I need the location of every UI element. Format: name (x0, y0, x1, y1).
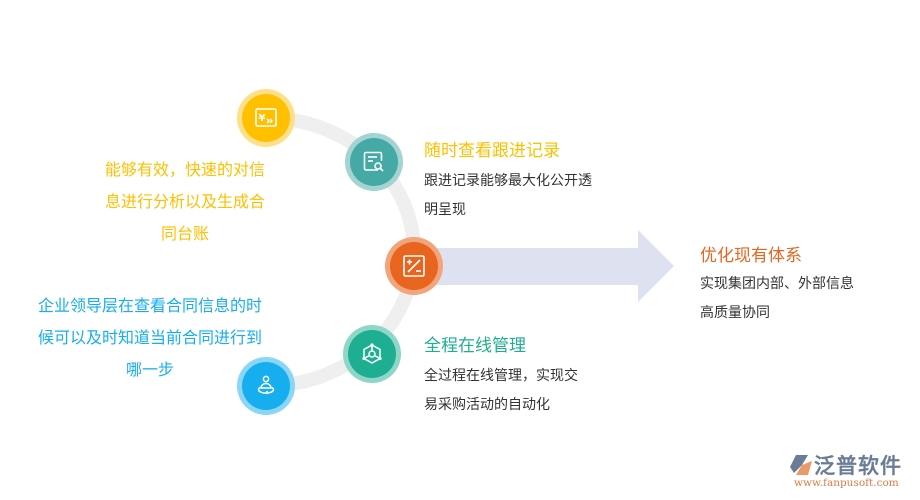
yellow-line-3: 同台账 (160, 224, 209, 243)
green-node (343, 325, 401, 383)
teal-node (345, 133, 403, 191)
blue-node (237, 357, 295, 415)
blue-line-3: 哪一步 (125, 360, 174, 379)
online-management-block: 全程在线管理 全过程在线管理，实现交 易采购活动的自动化 (424, 334, 578, 420)
yellow-line-2: 息进行分析以及生成合 (104, 192, 265, 211)
follow-up-desc-1: 跟进记录能够最大化公开透 (424, 173, 592, 189)
result-desc-2: 高质量协同 (700, 305, 770, 321)
network-cube-icon (362, 343, 382, 364)
yen-transfer-icon: ¥ (255, 108, 277, 127)
plus-minus-icon (403, 255, 425, 277)
brand-url: www.fanpusoft.com (794, 477, 899, 489)
online-management-desc-1: 全过程在线管理，实现交 (424, 368, 578, 384)
brand-mark-icon (790, 455, 812, 475)
document-search-icon (363, 151, 384, 172)
brand-name: 泛普软件 (814, 454, 902, 478)
blue-line-2: 候可以及时知道当前合同进行到 (37, 328, 262, 347)
orange-node (385, 237, 443, 295)
yellow-description: 能够有效，快速的对信 息进行分析以及生成合 同台账 (80, 154, 290, 250)
yellow-line-1: 能够有效，快速的对信 (104, 160, 265, 179)
result-desc-1: 实现集团内部、外部信息 (700, 276, 854, 292)
yellow-node: ¥ (237, 89, 295, 147)
follow-up-desc-2: 明呈现 (424, 202, 466, 218)
person-rotate-icon (257, 375, 275, 395)
brand-logo: 泛普软件 www.fanpusoft.com (790, 450, 915, 495)
follow-up-title: 随时查看跟进记录 (424, 141, 560, 161)
online-management-desc-2: 易采购活动的自动化 (424, 397, 550, 413)
follow-up-block: 随时查看跟进记录 跟进记录能够最大化公开透 明呈现 (424, 139, 592, 225)
result-block: 优化现有体系 实现集团内部、外部信息 高质量协同 (700, 244, 854, 328)
blue-line-1: 企业领导层在查看合同信息的时 (37, 296, 262, 315)
arrow-shape (414, 230, 674, 302)
svg-text:¥: ¥ (259, 113, 266, 124)
online-management-title: 全程在线管理 (424, 336, 526, 356)
blue-description: 企业领导层在查看合同信息的时 候可以及时知道当前合同进行到 哪一步 (10, 290, 290, 386)
result-title: 优化现有体系 (700, 246, 802, 266)
